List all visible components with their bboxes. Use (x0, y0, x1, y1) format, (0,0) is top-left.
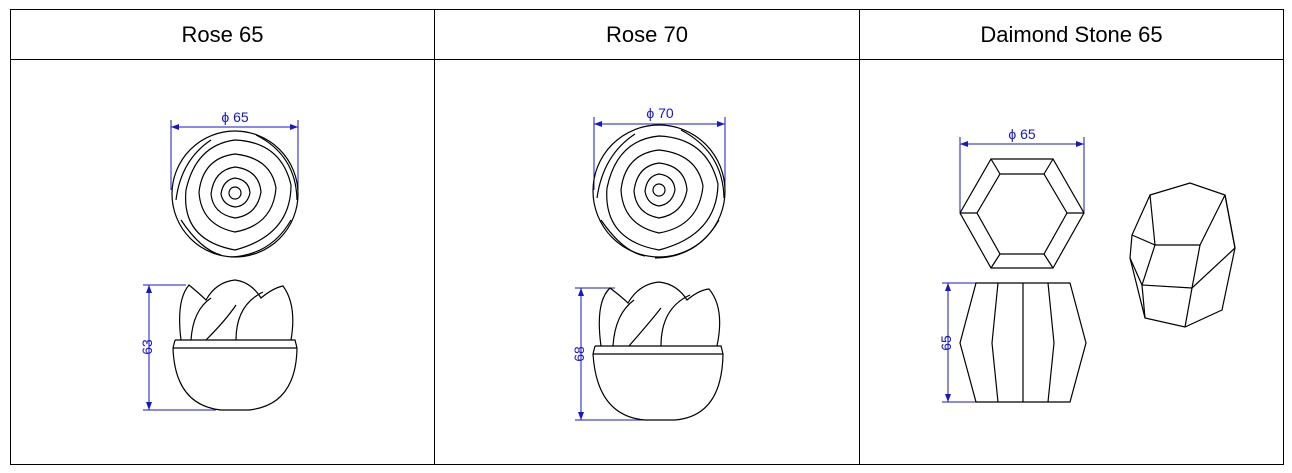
header-label: Rose 65 (181, 21, 264, 47)
diameter-dimension: ϕ 65 (959, 126, 1085, 212)
diamond-3d-view (1129, 182, 1236, 328)
drawing-rose-70: ϕ 70 68 (435, 60, 860, 464)
height-dimension: 68 (571, 287, 645, 421)
height-label: 68 (571, 346, 587, 362)
drawing-diamond-stone-65: ϕ 65 (860, 60, 1283, 464)
header-label: Rose 70 (606, 21, 688, 47)
height-dimension: 63 (139, 284, 216, 411)
diameter-dimension: ϕ 65 (170, 109, 299, 190)
rose-side-view (592, 281, 724, 421)
diameter-label: ϕ 70 (646, 105, 674, 121)
product-table: Rose 65 Rose 70 Daimond Stone 65 ϕ 65 (10, 9, 1284, 465)
height-label: 63 (139, 339, 155, 355)
header-rose-70: Rose 70 (435, 10, 860, 60)
header-diamond-stone-65: Daimond Stone 65 (860, 10, 1283, 60)
hexagon-top-view (959, 158, 1085, 269)
rose-top-view (592, 124, 726, 259)
header-rose-65: Rose 65 (11, 10, 435, 60)
rose-side-view (172, 279, 298, 411)
diameter-label: ϕ 65 (221, 109, 249, 125)
height-label: 65 (938, 335, 954, 351)
rose-top-view (171, 130, 299, 258)
height-dimension: 65 (938, 282, 978, 403)
hexagon-side-view (959, 282, 1087, 403)
drawing-rose-65: ϕ 65 63 (11, 60, 435, 464)
diameter-label: ϕ 65 (1008, 126, 1036, 142)
header-label: Daimond Stone 65 (980, 21, 1163, 47)
